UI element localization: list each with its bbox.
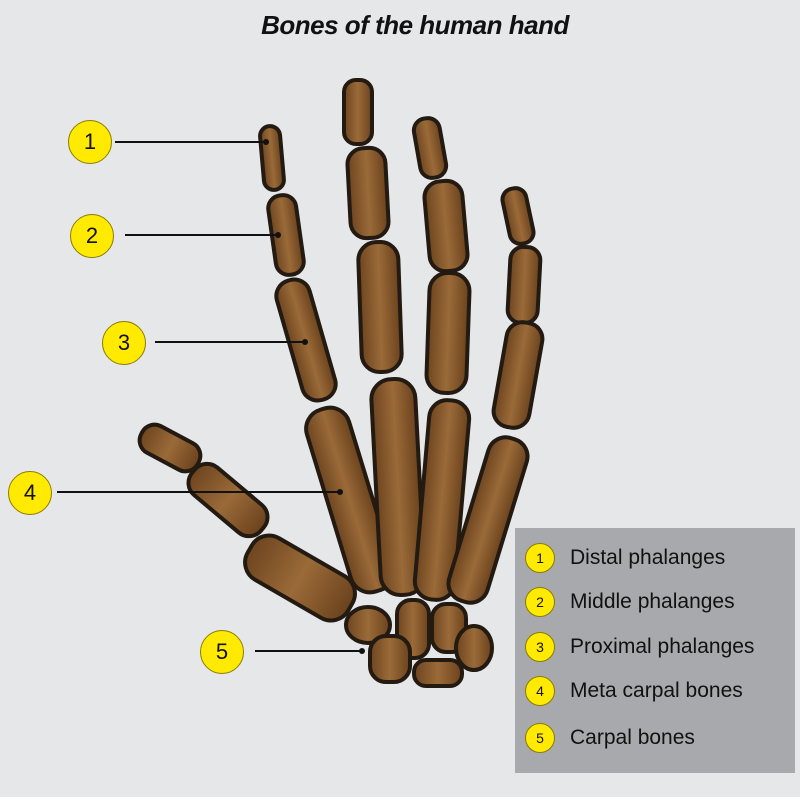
little-metacarpal	[446, 435, 530, 605]
little-finger	[491, 186, 545, 430]
ring-proximal-phalanx	[424, 270, 472, 396]
leader-lines	[57, 139, 365, 654]
legend-badge: 5	[525, 723, 555, 753]
index-finger	[258, 124, 338, 403]
little-distal-phalanx	[500, 186, 536, 246]
carpal-bone	[454, 624, 494, 672]
legend-item: 3 Proximal phalanges	[525, 629, 754, 665]
middle-proximal-phalanx	[356, 239, 404, 375]
leader-dot-2	[275, 232, 281, 238]
legend-label: Meta carpal bones	[570, 679, 743, 702]
legend-label: Middle phalanges	[570, 590, 735, 613]
index-middle-phalanx	[266, 193, 306, 277]
callout-badge-2: 2	[70, 214, 114, 258]
legend-label: Carpal bones	[570, 726, 695, 749]
legend-badge: 1	[525, 543, 555, 573]
leader-dot-3	[302, 339, 308, 345]
callout-badge-3: 3	[102, 321, 146, 365]
callout-badge-4: 4	[8, 471, 52, 515]
legend-item: 5 Carpal bones	[525, 720, 695, 756]
carpal-bones	[344, 598, 494, 688]
carpal-bone	[368, 634, 412, 684]
ring-metacarpal	[412, 398, 472, 602]
legend-panel: 1 Distal phalanges 2 Middle phalanges 3 …	[515, 528, 795, 773]
thumb-proximal-phalanx	[186, 461, 270, 539]
ring-distal-phalanx	[411, 116, 449, 180]
middle-metacarpal	[369, 377, 427, 597]
thumb-metacarpal	[243, 533, 357, 623]
leader-dot-1	[263, 139, 269, 145]
thumb-distal-phalanx	[137, 422, 203, 474]
leader-dot-5	[359, 648, 365, 654]
little-middle-phalanx	[505, 244, 543, 326]
ring-middle-phalanx	[422, 178, 470, 274]
carpal-bone	[412, 658, 464, 688]
leader-dot-4	[337, 489, 343, 495]
legend-item: 4 Meta carpal bones	[525, 673, 743, 709]
legend-badge: 4	[525, 676, 555, 706]
legend-item: 1 Distal phalanges	[525, 540, 725, 576]
index-metacarpal	[304, 405, 396, 595]
legend-item: 2 Middle phalanges	[525, 584, 735, 620]
legend-label: Distal phalanges	[570, 546, 726, 569]
middle-finger	[342, 78, 404, 375]
legend-label: Proximal phalanges	[570, 635, 755, 658]
middle-middle-phalanx	[345, 145, 391, 241]
little-proximal-phalanx	[491, 320, 545, 430]
ring-finger	[411, 116, 472, 396]
metacarpals	[304, 377, 530, 605]
callout-badge-1: 1	[68, 120, 112, 164]
index-distal-phalanx	[258, 124, 286, 192]
legend-badge: 3	[525, 632, 555, 662]
diagram-title: Bones of the human hand	[261, 10, 569, 40]
middle-distal-phalanx	[342, 78, 374, 146]
callout-badge-5: 5	[200, 630, 244, 674]
carpal-bone	[344, 605, 392, 645]
thumb	[137, 422, 357, 623]
legend-badge: 2	[525, 587, 555, 617]
